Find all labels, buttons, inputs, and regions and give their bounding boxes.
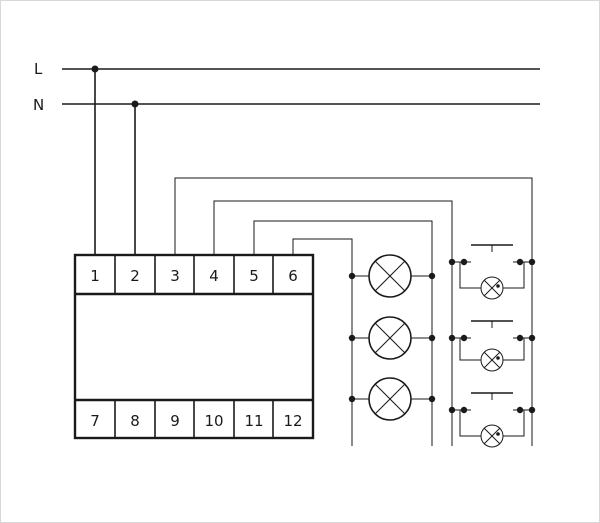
lamp-3 (348, 377, 436, 421)
terminal-4: 4 (209, 267, 219, 285)
terminal-10: 10 (204, 412, 223, 430)
wire-terminal-4 (213, 200, 453, 262)
terminal-5: 5 (249, 267, 259, 285)
terminal-6: 6 (288, 267, 298, 285)
line-label-l: L (34, 60, 43, 78)
pushbutton-1 (448, 244, 536, 300)
wire-terminal-3 (174, 177, 533, 262)
pushbutton-2 (448, 320, 536, 372)
terminal-3: 3 (170, 267, 180, 285)
line-label-n: N (33, 96, 44, 114)
terminal-12: 12 (283, 412, 302, 430)
terminal-8: 8 (130, 412, 140, 430)
terminal-11: 11 (244, 412, 263, 430)
wire-terminal-6 (292, 238, 353, 276)
wire-terminal-5 (253, 220, 433, 276)
pushbutton-3 (448, 392, 536, 448)
lamp-1 (348, 254, 436, 298)
terminal-9: 9 (170, 412, 180, 430)
terminal-7: 7 (90, 412, 100, 430)
lamp-2 (348, 316, 436, 360)
terminal-1: 1 (90, 267, 100, 285)
terminal-2: 2 (130, 267, 140, 285)
